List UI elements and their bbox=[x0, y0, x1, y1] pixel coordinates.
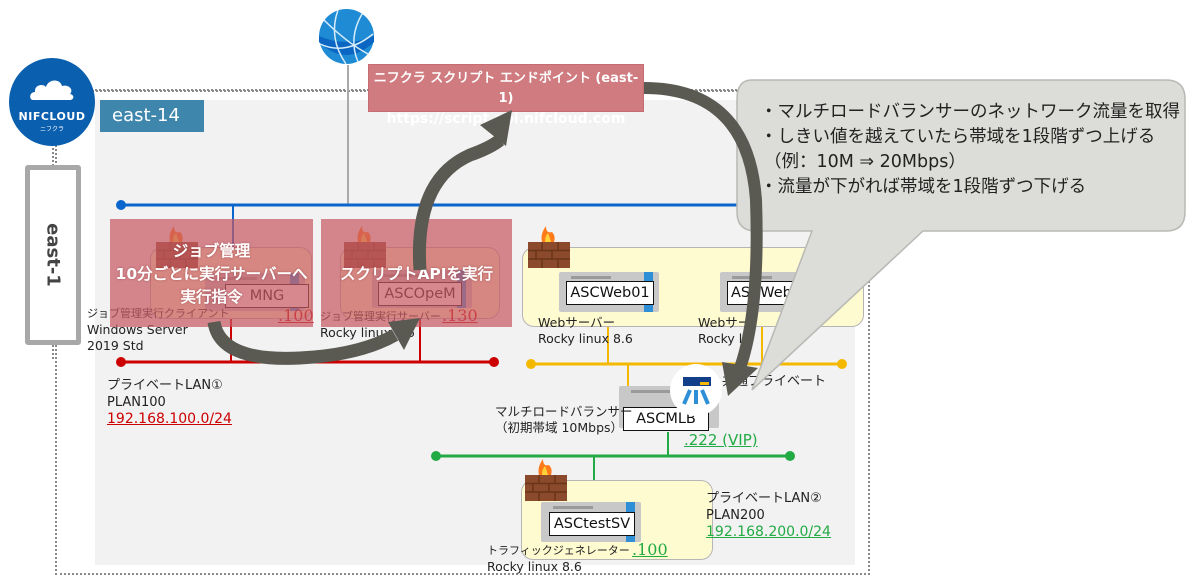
mlb-vip: .222 (VIP) bbox=[684, 431, 758, 449]
mng-os-line2: 2019 Std bbox=[87, 338, 144, 353]
plan200-label: プライベートLAN② PLAN200 192.168.200.0/24 bbox=[706, 490, 831, 541]
plan100-endpoint-right bbox=[489, 357, 499, 367]
common-private-label: 共通プライベート bbox=[722, 374, 827, 389]
callout-bubble bbox=[736, 79, 1186, 391]
plan100-label: プライベートLAN① PLAN100 192.168.100.0/24 bbox=[107, 377, 232, 428]
testsv-os: Rocky linux 8.6 bbox=[487, 559, 582, 574]
web01-role: Webサーバー bbox=[538, 315, 616, 330]
server-name-mlb[interactable]: ASCMLB bbox=[623, 407, 709, 431]
common-private-endpoint-right bbox=[837, 359, 847, 369]
plan200-id: PLAN200 bbox=[706, 508, 765, 523]
plan100-endpoint-left bbox=[116, 357, 126, 367]
script-endpoint: ニフクラ スクリプト エンドポイント (east-1) https://scri… bbox=[368, 64, 644, 127]
job-overlay-line2: 10分ごとに実行サーバーへ bbox=[115, 265, 308, 283]
plan100-name: プライベートLAN① bbox=[107, 378, 223, 393]
callout-line: ・流量が下がれば帯域を1段階ずつ下げる bbox=[760, 177, 1087, 197]
logo-sub: ニフクラ bbox=[39, 126, 64, 133]
endpoint-title: ニフクラ スクリプト エンドポイント (east-1) bbox=[373, 71, 639, 106]
zone-label: east-14 bbox=[100, 100, 204, 132]
nifcloud-logo: NIFCLOUD ニフクラ bbox=[9, 58, 95, 146]
callout-line: ・しきい値を越えていたら帯域を1段階ずつ上げる bbox=[760, 127, 1156, 147]
globe-icon bbox=[319, 9, 374, 65]
callout-text: ・マルチロードバランサーのネットワーク流量を取得 ・しきい値を越えていたら帯域を… bbox=[760, 100, 1180, 200]
script-overlay-line1: スクリプトAPIを実行 bbox=[339, 265, 494, 283]
server-name-testsv[interactable]: ASCtestSV bbox=[549, 512, 635, 536]
load-balancer-icon bbox=[683, 377, 711, 386]
flow-arrow-endpoint-to-mlb bbox=[643, 82, 763, 370]
plan100-id: PLAN100 bbox=[107, 395, 166, 410]
plan200-name: プライベートLAN② bbox=[706, 491, 822, 506]
cloud-icon bbox=[30, 80, 74, 100]
plan200-endpoint-left bbox=[431, 451, 441, 461]
flow-arrow-head bbox=[722, 362, 758, 396]
server-name-web01[interactable]: ASCWeb01 bbox=[566, 281, 654, 305]
job-overlay-line3: 実行指令 bbox=[180, 288, 243, 306]
plan100-cidr: 192.168.100.0/24 bbox=[107, 411, 232, 427]
mlb-bandwidth: （初期帯域 10Mbps） bbox=[495, 420, 624, 435]
web01-os: Rocky linux 8.6 bbox=[538, 331, 633, 346]
web02-role: Webサー bbox=[698, 315, 751, 330]
callout-line: ・マルチロードバランサーのネットワーク流量を取得 bbox=[760, 102, 1180, 122]
region-box: east-1 bbox=[25, 165, 81, 345]
callout-line: （例：10M ⇒ 20Mbps） bbox=[764, 152, 966, 172]
common-private-endpoint-left bbox=[526, 359, 536, 369]
global-network-endpoint bbox=[116, 200, 126, 210]
plan200-endpoint-right bbox=[785, 451, 795, 461]
mlb-role: マルチロードバランサー bbox=[495, 404, 633, 419]
testsv-role: トラフィックジェネレーター bbox=[487, 544, 630, 557]
flow-arrow-head bbox=[480, 110, 512, 146]
logo-brand: NIFCLOUD bbox=[18, 110, 86, 123]
flow-arrow-opem-to-endpoint bbox=[412, 134, 505, 271]
web02-os: Rocky li bbox=[698, 331, 746, 346]
testsv-ip: .100 bbox=[632, 540, 668, 559]
plan200-cidr: 192.168.200.0/24 bbox=[706, 524, 831, 540]
flow-arrow-job-to-opem bbox=[207, 320, 399, 365]
job-management-overlay bbox=[110, 219, 313, 327]
flow-arrow-head bbox=[388, 318, 420, 350]
job-overlay-line1: ジョブ管理 bbox=[172, 242, 251, 260]
